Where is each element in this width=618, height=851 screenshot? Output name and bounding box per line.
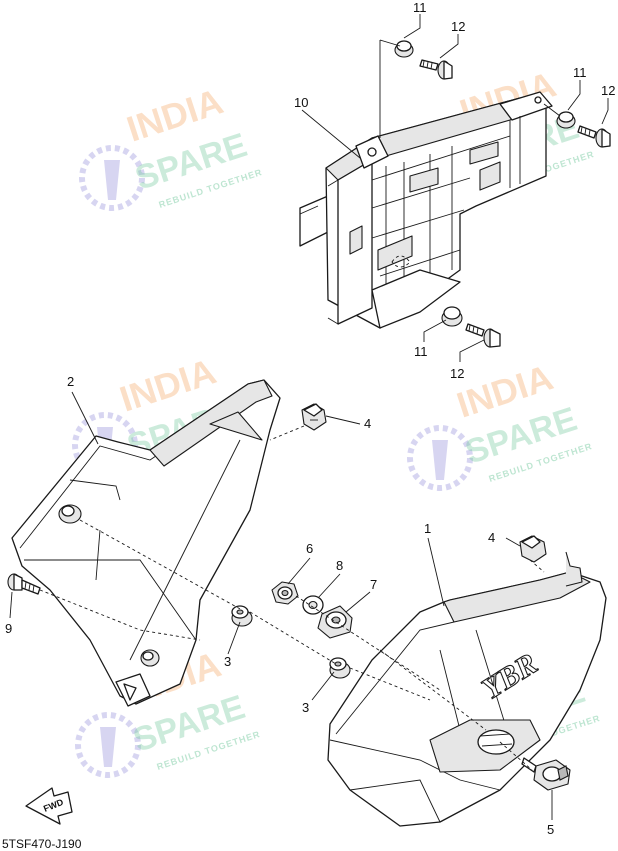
damper-7: [317, 605, 353, 639]
clip-4-right: [519, 535, 547, 563]
callout-9: 9: [5, 621, 12, 636]
callout-3-right: 3: [302, 700, 309, 715]
callout-10: 10: [294, 95, 308, 110]
callout-11-bottom: 11: [414, 344, 428, 359]
diagram-part-code: 5TSF470-J190: [2, 837, 82, 851]
callout-12-right: 12: [601, 83, 615, 98]
side-cover-left: [11, 379, 281, 707]
clip-4-upper: [301, 403, 327, 431]
callout-4-upper: 4: [364, 416, 371, 431]
side-cover-right: YBR: [327, 551, 607, 827]
callout-3-left: 3: [224, 654, 231, 669]
wrench-gear-icon: [407, 425, 473, 491]
callout-12-top: 12: [451, 19, 465, 34]
bolt-12-bottom: [465, 323, 501, 348]
washer-8: [302, 595, 324, 615]
callout-labels: 11 12 11 12 10 11 12 2 4 1 4 6 8 7 9 3 3…: [5, 0, 615, 837]
callout-12-bottom: 12: [450, 366, 464, 381]
bolt-12-right: [577, 125, 611, 148]
wrench-gear-icon: [79, 145, 145, 211]
callout-7: 7: [370, 577, 377, 592]
leader-lines: [9, 14, 609, 820]
forward-direction-arrow: FWD: [25, 787, 73, 825]
collar-11-top: [394, 40, 414, 58]
callout-1: 1: [424, 521, 431, 536]
callout-8: 8: [336, 558, 343, 573]
screw-9: [7, 573, 41, 595]
callout-11-top: 11: [413, 0, 427, 15]
collar-11-bottom: [441, 306, 463, 327]
callout-4-right: 4: [488, 530, 495, 545]
battery-box-bracket: [299, 91, 553, 329]
watermark-mid-right: INDIA SPARE REBUILD TOGETHER: [407, 356, 594, 491]
grommet-3-right: [329, 657, 351, 679]
watermark-top-left: INDIA SPARE REBUILD TOGETHER: [79, 80, 264, 211]
grommet-3-left: [231, 605, 253, 627]
wrench-gear-icon: [75, 712, 141, 778]
callout-2: 2: [67, 374, 74, 389]
callout-5: 5: [547, 822, 554, 837]
callout-11-right: 11: [573, 65, 587, 80]
connector-5: [521, 757, 571, 791]
callout-6: 6: [306, 541, 313, 556]
bolt-12-top: [419, 59, 453, 80]
collar-11-right: [556, 111, 576, 129]
nut-6: [271, 581, 299, 605]
